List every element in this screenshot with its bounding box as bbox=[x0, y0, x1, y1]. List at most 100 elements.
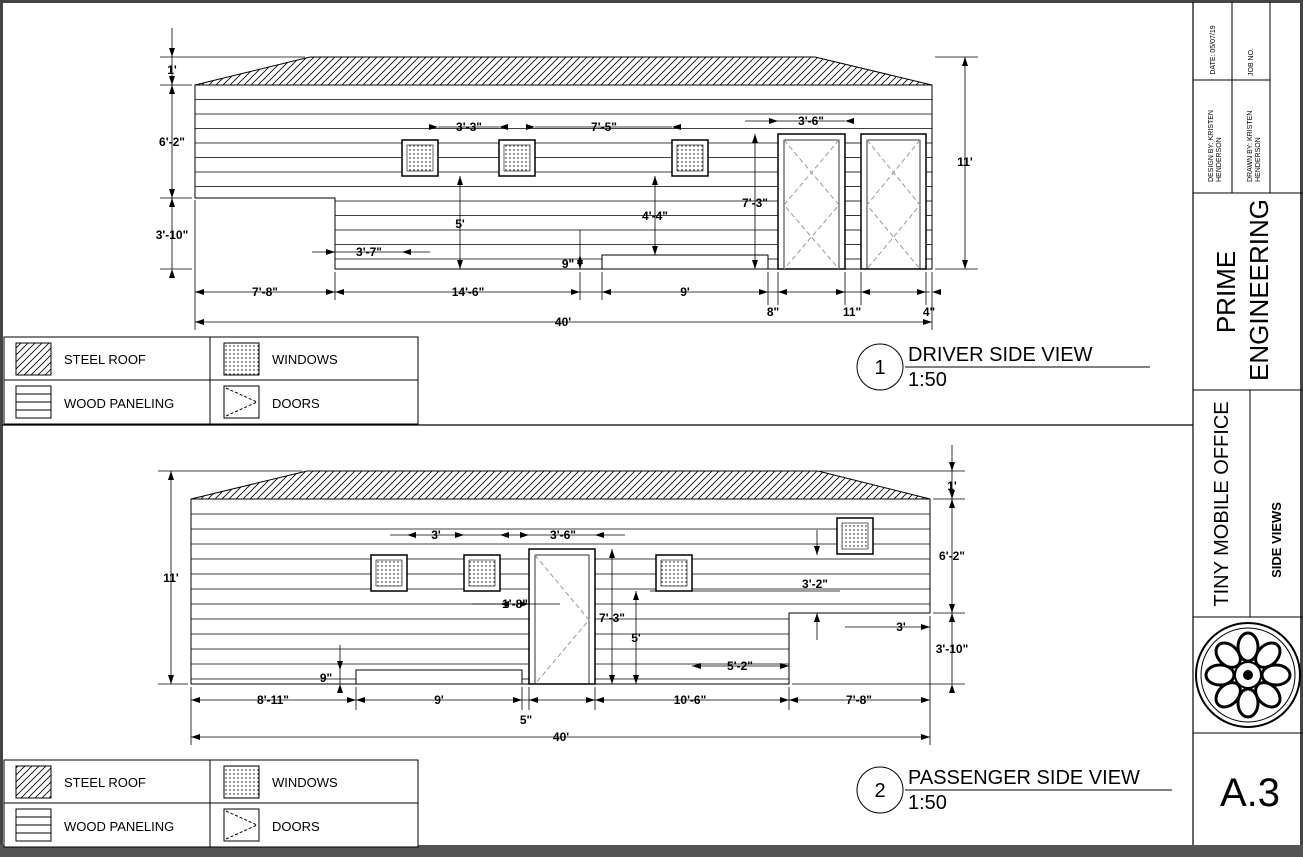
driver-window-2 bbox=[498, 139, 536, 177]
dim-passenger-door-width: 3'-6" bbox=[550, 528, 576, 542]
tb-company-line1: PRIME bbox=[1211, 251, 1241, 333]
legend-steel-roof-label: STEEL ROOF bbox=[64, 775, 146, 790]
legend-doors-label: DOORS bbox=[272, 396, 320, 411]
view-scale-passenger: 1:50 bbox=[908, 792, 947, 814]
driver-dimension-labels: 1' 6'-2" 3'-10" 11' 3'-3" 7'-5" 3'-6" 7'… bbox=[156, 63, 973, 329]
passenger-steel-roof bbox=[190, 470, 931, 500]
legend-driver: STEEL ROOF WINDOWS WOOD PANELING DOORS bbox=[3, 336, 419, 425]
dim-passenger-bottom-4: 10'-6" bbox=[674, 693, 707, 707]
passenger-door bbox=[528, 548, 596, 685]
dim-driver-bottom-4: 8" bbox=[767, 305, 779, 319]
passenger-side-elevation bbox=[190, 470, 931, 685]
passenger-window-2 bbox=[463, 554, 501, 592]
dim-passenger-lower-height: 3'-10" bbox=[936, 642, 969, 656]
driver-door-2 bbox=[860, 133, 927, 270]
tb-date: DATE: 05/07/19 bbox=[1210, 25, 1217, 74]
passenger-step bbox=[355, 669, 523, 685]
dim-driver-bottom-5: 11" bbox=[843, 305, 861, 319]
view-title-passenger: 2 PASSENGER SIDE VIEW 1:50 bbox=[856, 766, 1172, 814]
driver-wall bbox=[194, 84, 933, 270]
dim-passenger-bottom-3: 5" bbox=[520, 713, 532, 727]
legend-doors-label: DOORS bbox=[272, 819, 320, 834]
legend-steel-roof-label: STEEL ROOF bbox=[64, 352, 146, 367]
legend-doors-swatch bbox=[223, 385, 260, 419]
legend-windows-label: WINDOWS bbox=[272, 352, 338, 367]
tb-drawn-by: DRAWN BY: KRISTENHENDERSON bbox=[1247, 111, 1262, 182]
tb-job-no: JOB NO. bbox=[1248, 48, 1255, 76]
dim-passenger-total-height: 11' bbox=[163, 571, 179, 585]
dim-passenger-overall: 40' bbox=[553, 730, 569, 744]
dim-driver-window-gap-2: 7'-5" bbox=[591, 120, 617, 134]
legend-wood-paneling-label: WOOD PANELING bbox=[64, 819, 174, 834]
driver-dimension-arrows bbox=[169, 48, 968, 325]
dim-driver-wall-height: 6'-2" bbox=[159, 135, 185, 149]
dim-passenger-window-side: 3'-2" bbox=[802, 577, 828, 591]
driver-door-1 bbox=[777, 133, 846, 270]
legend-steel-roof-swatch bbox=[15, 765, 52, 799]
passenger-window-1 bbox=[370, 554, 408, 592]
dim-driver-step-offset: 3'-7" bbox=[356, 245, 382, 259]
driver-window-1 bbox=[401, 139, 439, 177]
passenger-window-3 bbox=[655, 554, 693, 592]
driver-dimension-lines bbox=[160, 28, 978, 330]
view-scale-driver: 1:50 bbox=[908, 369, 947, 391]
passenger-dimension-arrows bbox=[168, 462, 955, 740]
tb-sheet-number: A.3 bbox=[1220, 771, 1280, 815]
dim-driver-window-sill-2: 4'-4" bbox=[642, 209, 668, 223]
dim-passenger-door-height: 7'-3" bbox=[599, 611, 625, 625]
dim-passenger-step-height: 9" bbox=[320, 671, 332, 685]
passenger-dimension-lines bbox=[158, 445, 965, 745]
view-number-driver: 1 bbox=[874, 357, 885, 379]
dim-passenger-door-offset: 1'-8" bbox=[502, 597, 528, 611]
dim-passenger-window-sill: 5' bbox=[631, 631, 641, 645]
legend-wood-paneling-swatch bbox=[15, 385, 52, 419]
legend-windows-swatch bbox=[223, 342, 260, 376]
driver-step bbox=[601, 254, 769, 270]
view-title-driver-text: DRIVER SIDE VIEW bbox=[908, 344, 1093, 366]
tb-company-line2: ENGINEERING bbox=[1244, 199, 1274, 381]
driver-wood-paneling bbox=[195, 99, 932, 260]
tb-design-by: DESIGN BY: KRISTENHENDERSON bbox=[1208, 110, 1223, 182]
dim-driver-bottom-3: 9' bbox=[680, 285, 690, 299]
dim-driver-bottom-1: 7'-8" bbox=[252, 285, 278, 299]
dim-driver-overall: 40' bbox=[555, 315, 571, 329]
dim-passenger-step-width: 5'-2" bbox=[727, 659, 753, 673]
dim-driver-door-height: 7'-3" bbox=[742, 196, 768, 210]
dim-passenger-roof-height: 1' bbox=[947, 479, 957, 493]
legend-passenger: STEEL ROOF WINDOWS WOOD PANELING DOORS bbox=[3, 759, 419, 848]
legend-doors-swatch bbox=[223, 808, 260, 842]
legend-steel-roof-swatch bbox=[15, 342, 52, 376]
dim-driver-step-height: 9" bbox=[562, 257, 574, 271]
dim-driver-bottom-2: 14'-6" bbox=[452, 285, 485, 299]
dim-driver-door-width: 3'-6" bbox=[798, 114, 824, 128]
lotus-emblem-icon bbox=[1195, 622, 1301, 728]
dim-driver-roof-height: 1' bbox=[167, 63, 177, 77]
legend-windows-swatch bbox=[223, 765, 260, 799]
driver-steel-roof bbox=[194, 56, 933, 86]
tb-sheet-title: SIDE VIEWS bbox=[1269, 502, 1284, 578]
tb-project: TINY MOBILE OFFICE bbox=[1211, 401, 1233, 606]
dim-passenger-bottom-5: 7'-8" bbox=[846, 693, 872, 707]
dim-driver-lower-height: 3'-10" bbox=[156, 228, 189, 242]
driver-window-3 bbox=[671, 139, 709, 177]
view-number-passenger: 2 bbox=[874, 780, 885, 802]
driver-side-elevation bbox=[194, 56, 933, 270]
dim-passenger-right-width: 3' bbox=[896, 620, 906, 634]
legend-windows-label: WINDOWS bbox=[272, 775, 338, 790]
legend-wood-paneling-swatch bbox=[15, 808, 52, 842]
dim-passenger-wall-height: 6'-2" bbox=[939, 549, 965, 563]
passenger-window-4 bbox=[836, 517, 874, 555]
dim-passenger-bottom-1: 8'-11" bbox=[257, 693, 289, 707]
title-block: DATE: 05/07/19 JOB NO. DESIGN BY: KRISTE… bbox=[1193, 2, 1303, 815]
dim-driver-window-gap-1: 3'-3" bbox=[456, 120, 482, 134]
passenger-wood-paneling bbox=[191, 513, 930, 680]
dim-passenger-bottom-2: 9' bbox=[434, 693, 444, 707]
view-title-passenger-text: PASSENGER SIDE VIEW bbox=[908, 767, 1140, 789]
dim-driver-window-sill: 5' bbox=[455, 217, 465, 231]
bottom-bar bbox=[0, 845, 1303, 857]
legend-wood-paneling-label: WOOD PANELING bbox=[64, 396, 174, 411]
view-title-driver: 1 DRIVER SIDE VIEW 1:50 bbox=[856, 343, 1150, 391]
passenger-dimension-labels: 11' 1' 6'-2" 3'-10" 3' 3'-6" 3'-2" 1'-8"… bbox=[163, 479, 968, 744]
dim-driver-bottom-6: 4" bbox=[923, 305, 935, 319]
